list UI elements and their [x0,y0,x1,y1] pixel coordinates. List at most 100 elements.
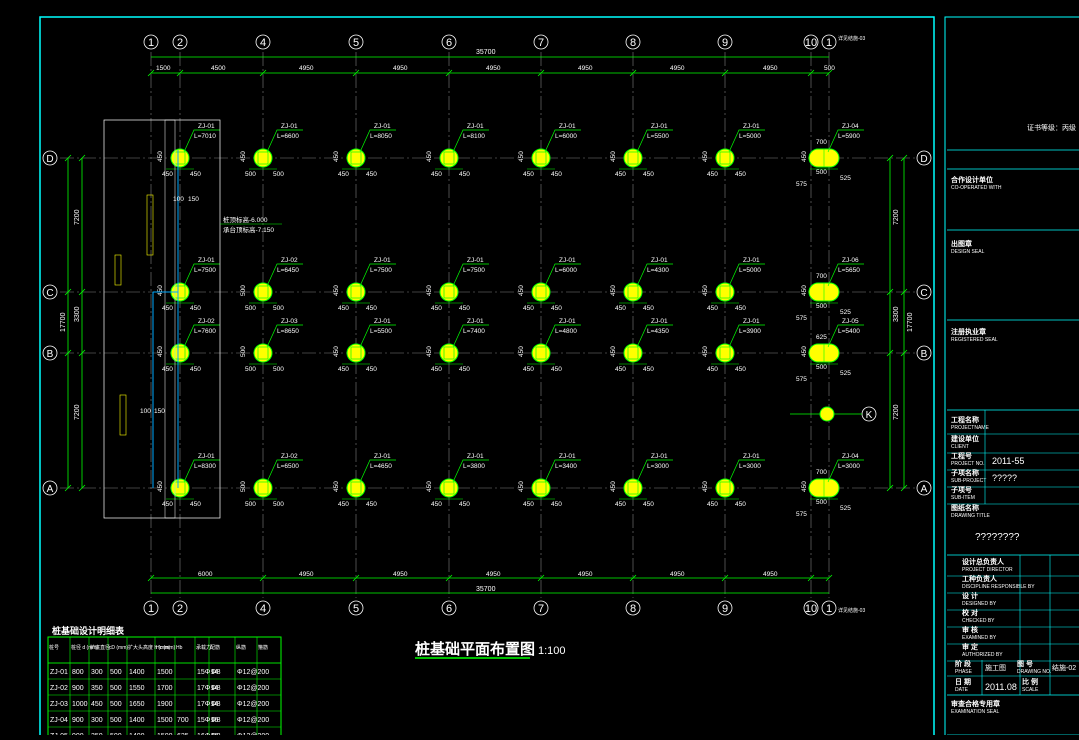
pile-type-label: ZJ-01 [743,123,760,130]
pile-length-label: L=6450 [277,267,299,274]
pile-type-label: ZJ-01 [651,453,668,460]
pile-dim-left: 500 [245,501,256,508]
pile-leader [544,324,581,348]
pile-square [350,481,362,495]
pile-square [535,481,547,495]
grid-bubble-col-label: 5 [353,37,359,49]
table-title: 桩基础设计明细表 [52,625,125,636]
table-cell: 1400 [129,669,145,676]
detail-dim-150: 150 [188,196,199,203]
dim-tick [78,154,86,162]
grid-bubble-row [916,345,932,361]
pile-leader [452,459,489,483]
signature-row-en: DISCIPLINE RESPONSIBLE BY [962,584,1035,590]
co-operated-en: CO-OPERATED WITH [951,185,1002,191]
grid-bubble-row [916,480,932,496]
phase-label: 阶 段 [955,659,971,668]
registered-seal-en: REGISTERED SEAL [951,337,998,343]
table-cell: ZJ-02 [50,685,68,692]
pile-square [443,285,455,299]
grid-bubble-col [625,600,641,616]
signature-row-en: AUTHORIZED BY [962,652,1003,658]
pile-dim-700: 700 [816,469,827,476]
table-cell: 500 [110,717,122,724]
grid-bubble-col-label: 1 [826,603,832,615]
table-cell: 500 [110,701,122,708]
pile-length-label: L=5900 [838,133,860,140]
grid-bubble-col [821,34,837,50]
grid-bubble-row-label: D [920,154,927,165]
pile-dim-vertical: 450 [702,346,709,357]
dim-tick [537,574,545,582]
left-detail-box [103,119,221,519]
dim-tick [900,288,908,296]
pile-type-label: ZJ-05 [842,318,859,325]
side-note-top: 详见结施-03 [838,35,865,42]
grid-bubble-col-label: 7 [538,603,544,615]
dim-tick [147,69,155,77]
dim-tick [537,69,545,77]
grid-bubble-row [42,284,58,300]
pile-dim-left: 450 [338,366,349,373]
table-cell: 900 [72,717,84,724]
table-cell: 1500 [157,717,173,724]
pile-dim-right: 450 [190,171,201,178]
table-cell: Φ8 [211,717,221,724]
pile-length-label: L=7500 [194,267,216,274]
date-label: 日 期 [955,677,971,686]
dim-tick [807,69,815,77]
signature-row: 设 计 [962,591,978,600]
pile-dim-left: 450 [338,305,349,312]
pile-square [443,346,455,360]
pile-square [627,151,639,165]
pile-dim-right: 500 [273,171,284,178]
exam-seal-en: EXAMINATION SEAL [951,709,999,715]
pile-cap [531,148,551,168]
pile-leader [359,324,396,348]
detail-dim-100: 100 [173,196,184,203]
pile-cap [623,343,643,363]
grid-bubble-col-label: 9 [722,37,728,49]
pile-cap [715,478,735,498]
vertical-dim-label: 7200 [893,404,900,420]
pile-dim-575: 575 [796,376,807,383]
pile-type-label: ZJ-01 [651,257,668,264]
elevation-label-2: 承台顶标高-7.150 [223,225,274,234]
pile-length-label: L=3000 [739,463,761,470]
exam-seal: 审查合格专用章 [951,699,1000,708]
vertical-dim-label: 7200 [74,209,81,225]
drawing-title-value: ???????? [975,532,1020,543]
pile-dim-right: 450 [366,171,377,178]
drawing-no-label-en: DRAWING NO. [1017,669,1051,675]
pile-length-label: L=3800 [463,463,485,470]
dim-tick [807,574,815,582]
grid-bubble-col [143,34,159,50]
pile-dim-vertical: 450 [610,481,617,492]
pile-length-label: L=3000 [647,463,669,470]
dim-tick [721,574,729,582]
pile-dim-left: 450 [615,171,626,178]
table-header-cell: 箍筋 [258,644,268,651]
dim-tick [78,484,86,492]
pile-leader [359,263,396,287]
pile-length-label: L=4300 [647,267,669,274]
dim-tick [886,288,894,296]
tb-row-en: SUB-ITEM [951,495,975,501]
pile-dim-right: 450 [551,501,562,508]
table-cell: Φ12@200 [237,717,269,724]
pile-dim-left: 450 [615,501,626,508]
grid-bubble-col [717,600,733,616]
pile-dim-right: 450 [551,305,562,312]
pile-cap [439,282,459,302]
pile-dim-left: 450 [162,305,173,312]
pile-dim-vertical: 500 [240,346,247,357]
date-value: 2011.08 [985,682,1017,692]
pile-dim-right: 450 [643,171,654,178]
pile-dim-vertical: 450 [240,151,247,162]
